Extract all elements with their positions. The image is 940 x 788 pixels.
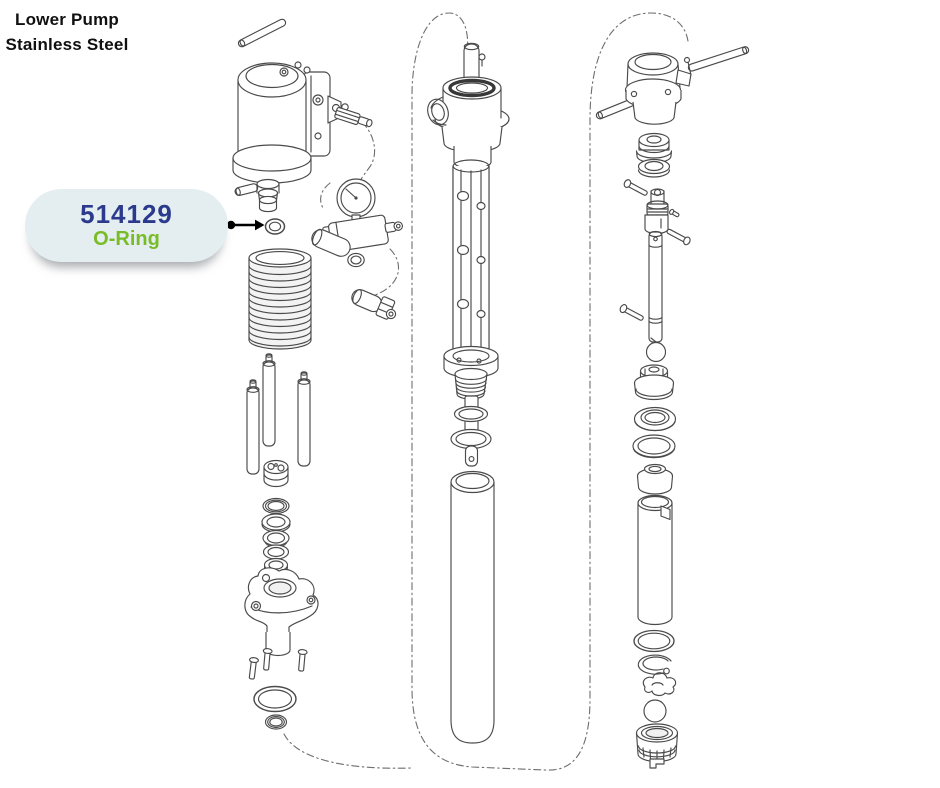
cylinder-sleeve-icon xyxy=(637,494,673,626)
tie-rods-icon xyxy=(246,353,311,475)
air-motor-group xyxy=(232,18,404,730)
retaining-ring-icon xyxy=(637,654,672,675)
pump-housing-icon xyxy=(244,567,319,657)
piston-rod-lower-icon xyxy=(648,230,663,343)
set-screw-icon xyxy=(669,208,680,218)
handle-rod-right-icon xyxy=(687,46,750,72)
ball-upper-icon xyxy=(645,341,667,363)
callout-arrow xyxy=(226,219,265,231)
title-line-2: Stainless Steel xyxy=(5,35,129,55)
clamp-coupling-icon xyxy=(595,46,750,125)
u-cup-seal-icon xyxy=(633,406,677,432)
gauge-regulator-icon xyxy=(311,178,404,268)
cylinder-tube-icon xyxy=(450,470,495,744)
pin-bolt-lower-icon xyxy=(619,304,644,321)
packing-nut-icon xyxy=(635,132,673,164)
hose-connector-icon xyxy=(351,289,397,320)
mounting-bolts-icon xyxy=(248,648,308,680)
seal-ring-icon xyxy=(264,714,288,730)
air-motor-icon xyxy=(232,61,342,213)
collar-ring-icon xyxy=(443,345,499,379)
part-number: 514129 xyxy=(80,198,173,229)
page-title: Lower Pump Stainless Steel xyxy=(2,7,132,57)
lower-rod-group xyxy=(595,46,750,769)
pin-bolt-upper-icon xyxy=(623,179,648,196)
rod-coupler-icon xyxy=(644,188,680,235)
part-name: O-Ring xyxy=(93,228,160,251)
intake-valve-seat-icon xyxy=(635,723,679,769)
pin-bolt-mid-icon xyxy=(666,228,691,246)
threaded-fitting-icon xyxy=(454,367,488,400)
fluted-valve-rod-icon xyxy=(452,159,490,353)
washer-icon xyxy=(637,158,671,178)
outlet-housing-icon xyxy=(427,76,510,170)
o-ring-lower-icon xyxy=(633,629,675,653)
ball-lower-icon xyxy=(643,699,667,723)
outlet-cylinder-group xyxy=(427,42,510,744)
piston-valve-icon xyxy=(633,364,675,401)
title-line-1: Lower Pump xyxy=(14,10,119,29)
spring-clip-icon xyxy=(642,672,677,697)
piston-stop-nut-icon xyxy=(263,459,289,488)
spring-icon xyxy=(248,248,312,350)
washer-stack-icon xyxy=(261,497,291,575)
rod-with-o-rings-icon xyxy=(450,395,492,467)
o-ring-514129-icon xyxy=(264,218,286,235)
pin-rod-icon xyxy=(237,18,287,48)
backup-ring-icon xyxy=(632,434,676,459)
part-callout-badge[interactable]: 514129 O-Ring xyxy=(25,189,228,262)
large-o-ring-icon xyxy=(253,685,297,713)
elbow-fitting-icon xyxy=(334,103,373,128)
gland-icon xyxy=(636,463,674,495)
